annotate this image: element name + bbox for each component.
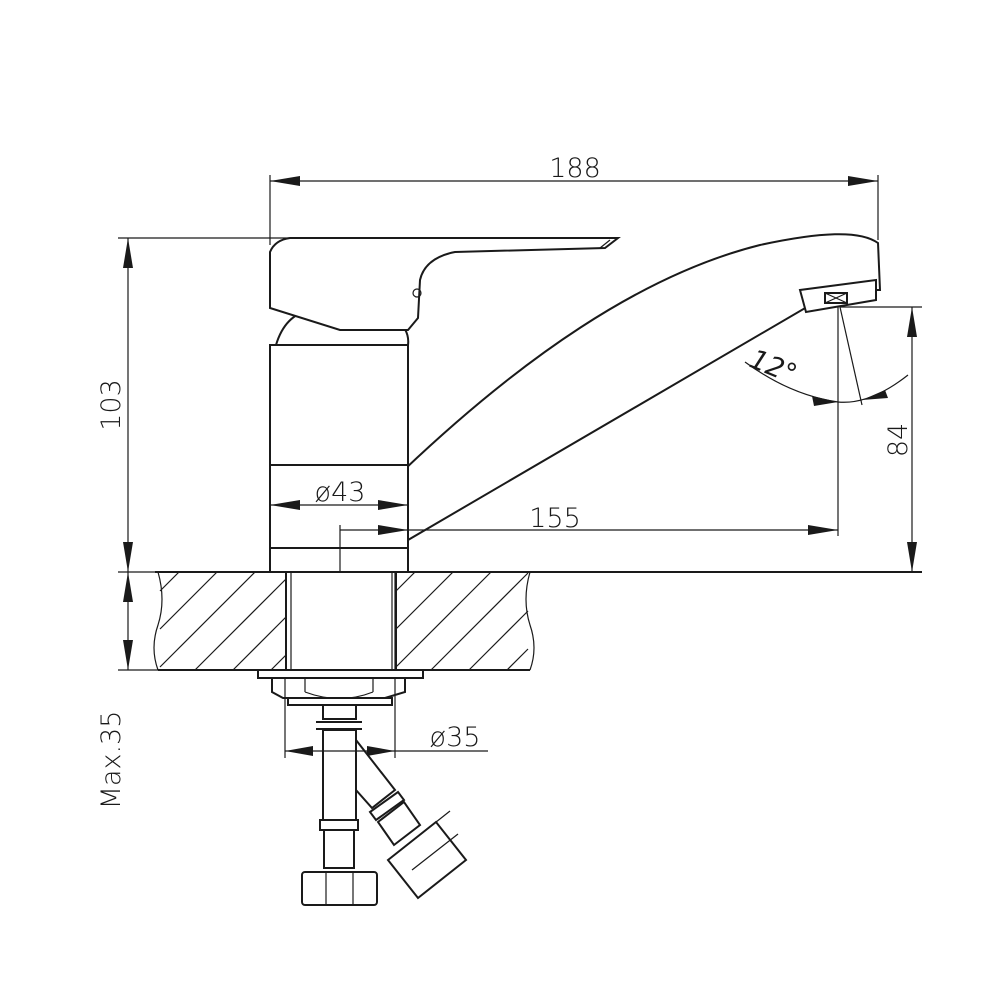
dim-body-diameter: ø43 [270, 477, 408, 510]
hatch-line [395, 571, 416, 592]
dim-103-label: 103 [96, 379, 127, 431]
dim-188-label: 188 [549, 153, 601, 184]
hatch-line [468, 610, 529, 671]
dim-spout-reach: 155 [339, 307, 839, 572]
hatch-line [430, 572, 529, 671]
hatch-line [232, 616, 287, 671]
dim-mount-diameter: ø35 [284, 678, 488, 758]
dim-12deg-label: 12° [745, 344, 801, 391]
dim-o35-label: ø35 [430, 722, 481, 753]
hatch-line [506, 648, 529, 671]
hatch-line [270, 654, 287, 671]
hatch-line [159, 571, 218, 630]
countertop-hatch [159, 571, 529, 671]
faucet-body [269, 233, 882, 573]
dim-spout-height: 84 [840, 306, 922, 572]
hatch-line [159, 571, 180, 592]
dim-155-label: 155 [529, 503, 581, 534]
hatch-line [395, 571, 492, 668]
dim-overall-height: 103 [96, 237, 290, 573]
dim-max-countertop: Max.35 [96, 572, 160, 809]
supply-hoses [301, 704, 468, 906]
dim-o43-label: ø43 [315, 477, 366, 508]
dim-84-label: 84 [883, 423, 914, 457]
hatch-line [194, 578, 287, 671]
dim-overall-width: 188 [269, 153, 879, 245]
hatch-line [395, 571, 454, 630]
dim-max35-label: Max.35 [96, 711, 127, 810]
hatch-line [159, 571, 256, 668]
countertop [153, 571, 922, 671]
mounting-shank [257, 571, 424, 706]
